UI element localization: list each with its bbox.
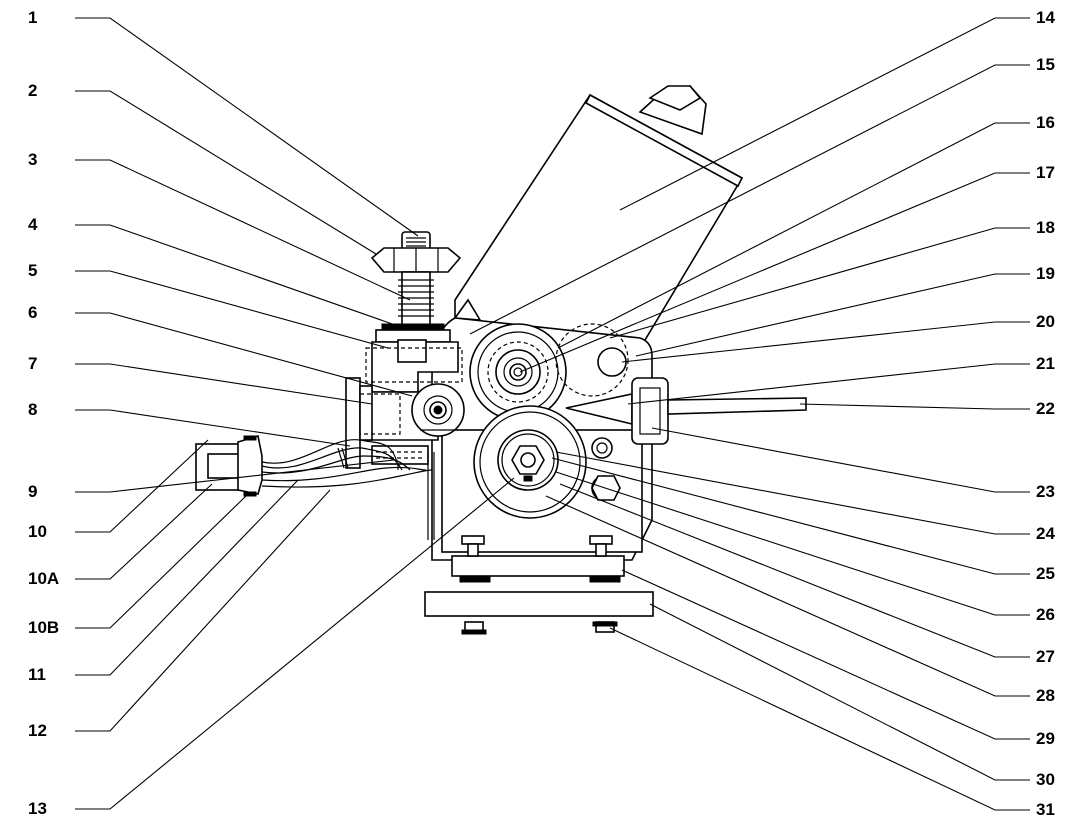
leader-line xyxy=(799,403,1030,410)
callout-label: 28 xyxy=(1036,686,1055,705)
callout-label: 22 xyxy=(1036,399,1055,418)
callout-label: 31 xyxy=(1036,800,1055,819)
leader-line xyxy=(555,471,1030,616)
callout-label: 4 xyxy=(28,215,38,234)
leader-line xyxy=(545,495,1030,697)
leader-line xyxy=(651,427,1030,493)
callout-label: 5 xyxy=(28,261,37,280)
callout-label: 9 xyxy=(28,482,37,501)
leader-lines xyxy=(75,17,1030,811)
tension-adjuster xyxy=(365,231,463,393)
leader-line xyxy=(75,312,413,397)
callout-label: 29 xyxy=(1036,729,1055,748)
leader-line xyxy=(609,627,1030,811)
callout-label: 17 xyxy=(1036,163,1055,182)
callout-label: 8 xyxy=(28,400,37,419)
leader-line xyxy=(75,439,209,533)
callout-label: 14 xyxy=(1036,8,1055,27)
leader-line xyxy=(75,270,389,349)
callout-label: 24 xyxy=(1036,524,1055,543)
callout-label: 20 xyxy=(1036,312,1055,331)
callout-labels-left: 1 2 3 4 5 6 7 8 9 10 10A 10B 11 12 13 xyxy=(28,8,59,818)
leader-line xyxy=(519,172,1030,373)
leader-line xyxy=(75,489,331,732)
leader-line xyxy=(75,495,247,629)
wire-feeder-assembly xyxy=(195,85,807,635)
leader-line xyxy=(469,64,1030,335)
leader-line xyxy=(75,224,399,327)
feed-roll-assembly xyxy=(473,405,621,519)
callout-label: 18 xyxy=(1036,218,1055,237)
callout-label: 2 xyxy=(28,81,37,100)
callout-label: 19 xyxy=(1036,264,1055,283)
callout-label: 10A xyxy=(28,569,59,588)
leader-line xyxy=(75,409,351,447)
leader-line xyxy=(621,569,1030,740)
callout-label: 30 xyxy=(1036,770,1055,789)
wiring-harness xyxy=(195,434,435,540)
callout-label: 3 xyxy=(28,150,37,169)
callout-label: 16 xyxy=(1036,113,1055,132)
leader-line xyxy=(649,603,1030,781)
leader-line xyxy=(609,227,1030,339)
leader-line xyxy=(559,483,1030,658)
leader-line xyxy=(75,159,411,301)
leader-line xyxy=(75,459,395,493)
callout-label: 7 xyxy=(28,354,37,373)
callout-label: 13 xyxy=(28,799,47,818)
callout-label: 21 xyxy=(1036,354,1055,373)
motor-housing xyxy=(453,85,744,341)
callout-labels-right: 14 15 16 17 18 19 20 21 22 23 24 25 26 2… xyxy=(1036,8,1055,819)
leader-line xyxy=(75,17,419,237)
callout-label: 26 xyxy=(1036,605,1055,624)
leader-line xyxy=(75,479,299,676)
leader-line xyxy=(75,90,377,255)
drive-roll-assembly xyxy=(469,323,629,421)
callout-label: 27 xyxy=(1036,647,1055,666)
leader-line xyxy=(635,273,1030,357)
leader-line xyxy=(619,17,1030,211)
leader-line xyxy=(75,363,373,405)
callout-label: 10 xyxy=(28,522,47,541)
callout-label: 6 xyxy=(28,303,37,322)
leader-line xyxy=(621,321,1030,363)
callout-label: 12 xyxy=(28,721,47,740)
callout-label: 1 xyxy=(28,8,37,27)
callout-label: 10B xyxy=(28,618,59,637)
callout-label: 25 xyxy=(1036,564,1055,583)
leader-line xyxy=(555,451,1030,535)
callout-label: 23 xyxy=(1036,482,1055,501)
leader-line xyxy=(627,363,1030,405)
outlet-guide xyxy=(565,377,807,445)
leader-line xyxy=(551,457,1030,575)
leader-line xyxy=(75,483,213,580)
callout-label: 11 xyxy=(28,665,46,684)
leader-line xyxy=(557,122,1030,349)
callout-label: 15 xyxy=(1036,55,1055,74)
leader-line xyxy=(75,477,515,810)
